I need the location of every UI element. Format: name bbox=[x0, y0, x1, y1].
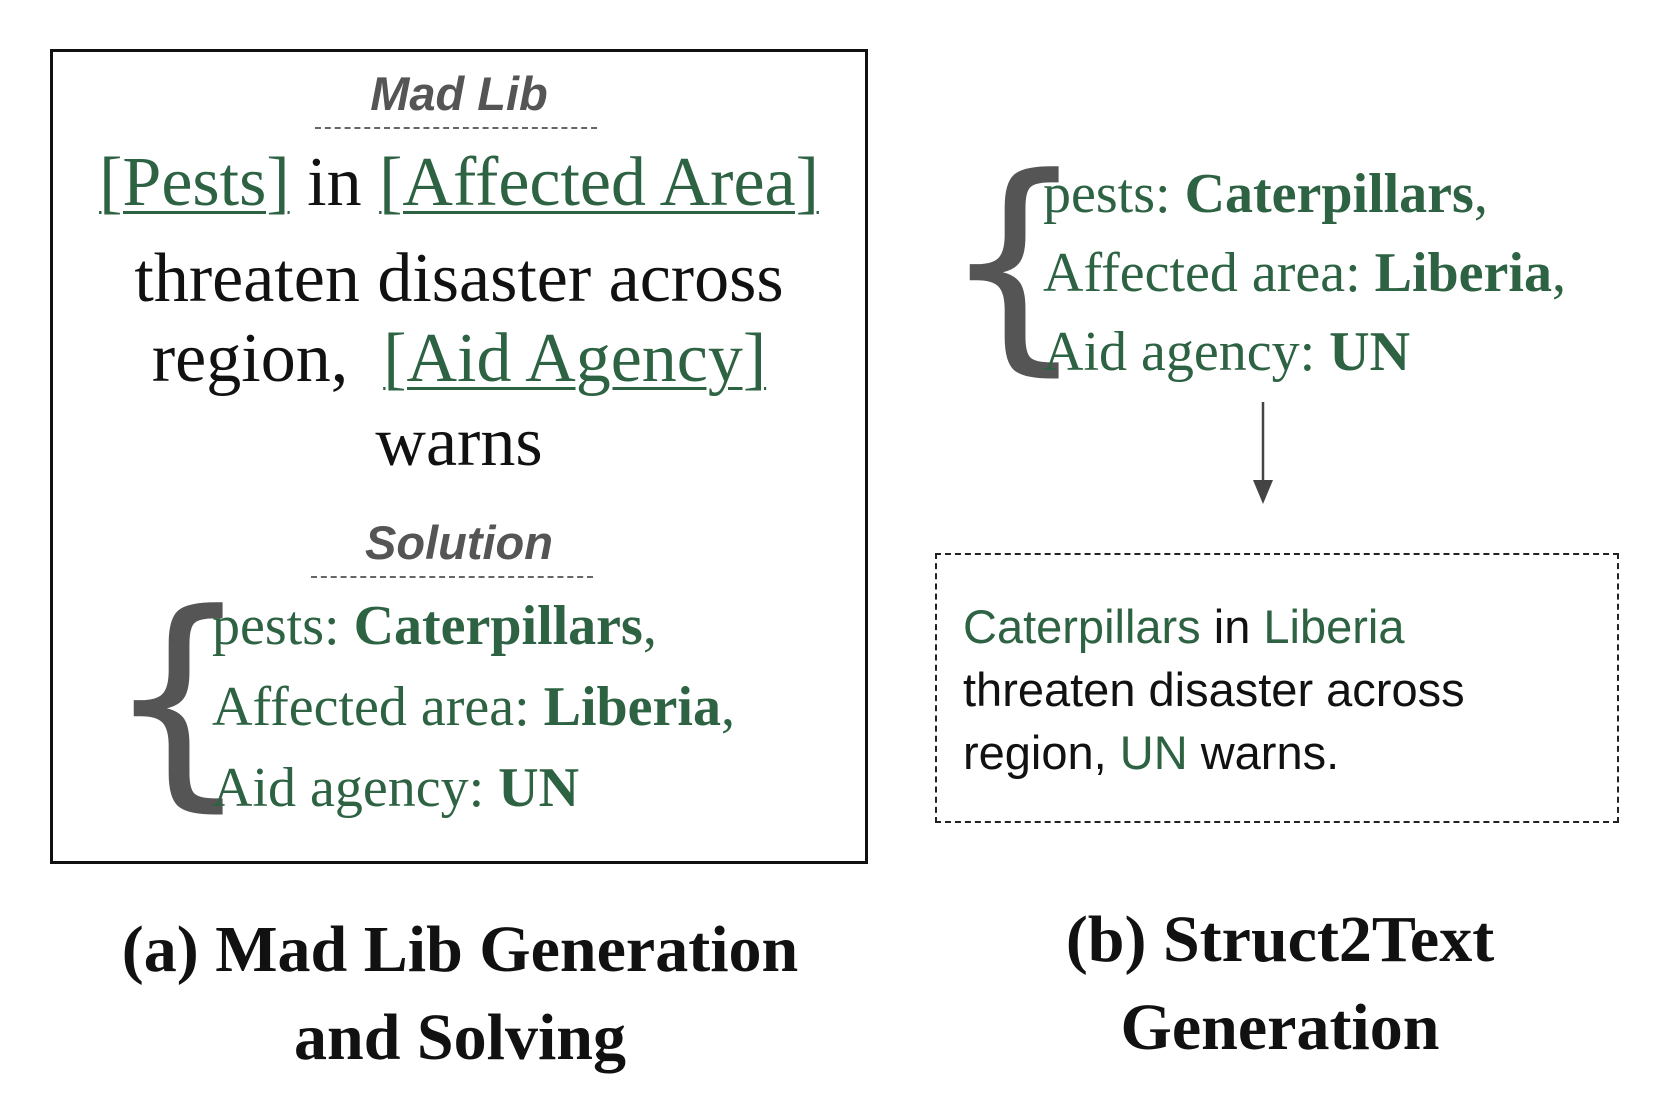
template-word-in: in bbox=[307, 144, 362, 221]
solution-comma: , bbox=[642, 595, 657, 657]
solution-key-area: Affected area: bbox=[212, 676, 544, 738]
template-word-region: region, bbox=[151, 320, 349, 397]
template-line-4: warns bbox=[375, 404, 543, 481]
madlib-title-rule bbox=[315, 127, 597, 129]
solution-line-area: Affected area: Liberia, bbox=[212, 679, 735, 735]
structure-value-pests: Caterpillars bbox=[1184, 163, 1474, 225]
solution-value-area: Liberia bbox=[543, 676, 721, 738]
structure-brace-icon: { bbox=[941, 129, 1088, 396]
solution-brace-icon: { bbox=[105, 565, 252, 832]
template-line-1: [Pests] in [Affected Area] bbox=[53, 148, 865, 218]
solution-key-pests: pests: bbox=[212, 595, 354, 657]
solution-line-agency: Aid agency: UN bbox=[212, 760, 579, 816]
madlib-title: Mad Lib bbox=[370, 67, 548, 120]
solution-value-agency: UN bbox=[498, 757, 580, 819]
down-arrow-icon bbox=[1253, 402, 1273, 504]
structure-value-area: Liberia bbox=[1374, 242, 1552, 304]
structure-key-pests: pests: bbox=[1043, 163, 1185, 225]
generated-line-1: Caterpillars in Liberia bbox=[963, 595, 1465, 658]
caption-b: (b) Struct2Text Generation bbox=[940, 896, 1620, 1072]
generated-line-2: threaten disaster across bbox=[963, 663, 1465, 716]
caption-a-line-1: (a) Mad Lib Generation bbox=[121, 913, 799, 986]
structure-key-agency: Aid agency: bbox=[1043, 321, 1330, 383]
solution-title-rule bbox=[311, 576, 593, 578]
template-line-3: region, [Aid Agency] bbox=[53, 324, 865, 394]
slot-aid-agency: [Aid Agency] bbox=[383, 320, 767, 397]
generated-pests: Caterpillars bbox=[963, 600, 1201, 653]
solution-line-pests: pests: Caterpillars, bbox=[212, 598, 657, 654]
caption-a: (a) Mad Lib Generation and Solving bbox=[40, 906, 880, 1082]
structure-comma: , bbox=[1473, 163, 1488, 225]
generated-word-region: region, bbox=[963, 726, 1120, 779]
generated-text: Caterpillars in Liberia threaten disaste… bbox=[963, 595, 1465, 784]
template-line-2: threaten disaster across bbox=[134, 240, 784, 317]
structure-line-pests: pests: Caterpillars, bbox=[1043, 166, 1488, 222]
caption-b-line-1: (b) Struct2Text bbox=[1065, 903, 1495, 976]
structure-line-agency: Aid agency: UN bbox=[1043, 324, 1410, 380]
madlib-panel: Mad Lib [Pests] in [Affected Area] threa… bbox=[50, 49, 868, 864]
generated-word-in: in bbox=[1200, 600, 1264, 653]
structure-value-agency: UN bbox=[1329, 321, 1411, 383]
struct2text-output-box: Caterpillars in Liberia threaten disaste… bbox=[935, 553, 1619, 823]
structure-comma: , bbox=[1551, 242, 1566, 304]
structure-key-area: Affected area: bbox=[1043, 242, 1375, 304]
slot-affected-area: [Affected Area] bbox=[379, 144, 819, 221]
generated-agency: UN bbox=[1119, 726, 1188, 779]
solution-key-agency: Aid agency: bbox=[212, 757, 499, 819]
caption-b-line-2: Generation bbox=[1120, 991, 1440, 1064]
structure-line-area: Affected area: Liberia, bbox=[1043, 245, 1566, 301]
solution-comma: , bbox=[720, 676, 735, 738]
solution-value-pests: Caterpillars bbox=[353, 595, 643, 657]
generated-line-3: region, UN warns. bbox=[963, 721, 1465, 784]
generated-area: Liberia bbox=[1263, 600, 1405, 653]
slot-pests: [Pests] bbox=[99, 144, 290, 221]
generated-word-warns: warns. bbox=[1187, 726, 1340, 779]
solution-title: Solution bbox=[365, 516, 553, 569]
caption-a-line-2: and Solving bbox=[294, 1001, 626, 1074]
